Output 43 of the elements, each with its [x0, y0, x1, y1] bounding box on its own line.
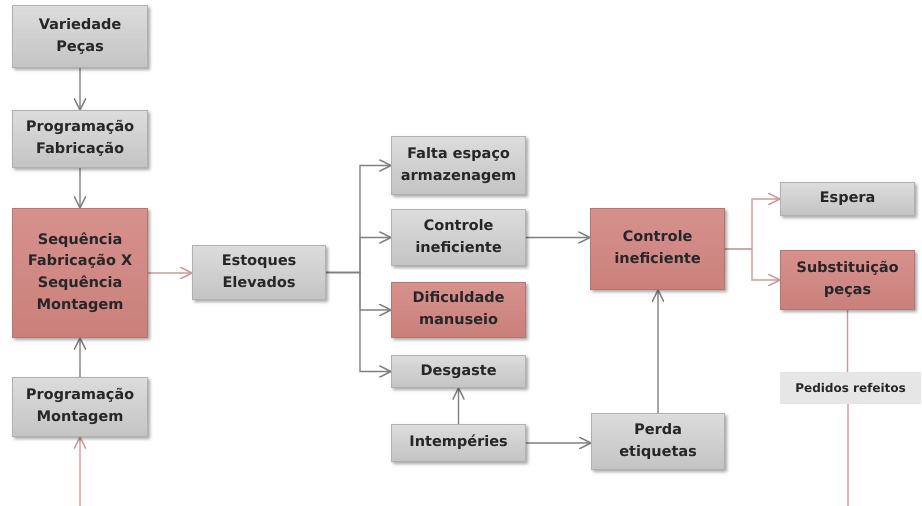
node-label: Espera: [820, 189, 876, 208]
process-box: [391, 355, 526, 388]
arrow: [326, 272, 392, 378]
node-label: Pedidos refeitos: [795, 380, 906, 397]
note-box: [780, 372, 921, 404]
node-label: Controle ineficiente: [414, 216, 503, 258]
connector-line: [846, 310, 848, 372]
process-box: [391, 282, 526, 338]
process-box: [192, 245, 326, 300]
node-label: Programação Fabricação: [24, 118, 136, 159]
process-box: [391, 424, 526, 462]
process-box: [12, 208, 148, 338]
node-label: Perda etiquetas: [618, 420, 698, 462]
arrow: [452, 387, 466, 424]
node-label: Desgaste: [420, 362, 497, 381]
arrow: [526, 436, 592, 450]
process-box: [780, 182, 915, 216]
arrow: [651, 289, 665, 413]
process-box: [391, 209, 526, 266]
process-box: [12, 377, 148, 437]
process-box: [12, 110, 148, 168]
arrow: [73, 337, 87, 377]
arrow: [73, 68, 87, 111]
node-label: Dificuldade manuseio: [411, 289, 506, 330]
node-label: Programação Montagem: [24, 386, 136, 427]
node-label: Controle ineficiente: [613, 228, 702, 269]
node-label: Variedade Peças: [38, 16, 122, 56]
arrow: [526, 230, 591, 244]
node-label: Substituição peças: [795, 259, 900, 300]
process-box: [391, 136, 526, 195]
arrow: [148, 266, 193, 280]
connector-line: [847, 404, 849, 506]
arrow: [725, 248, 781, 287]
process-box: [780, 250, 915, 310]
node-label: Intempéries: [409, 433, 508, 452]
process-box: [591, 413, 725, 470]
node-label: Sequência Fabricação X Sequência Montagem: [26, 230, 134, 315]
node-label: Falta espaço armazenagem: [400, 144, 518, 186]
node-label: Estoques Elevados: [220, 252, 298, 292]
arrow: [73, 168, 87, 209]
process-box: [12, 5, 148, 68]
process-box: [590, 208, 725, 290]
arrow: [73, 436, 87, 506]
